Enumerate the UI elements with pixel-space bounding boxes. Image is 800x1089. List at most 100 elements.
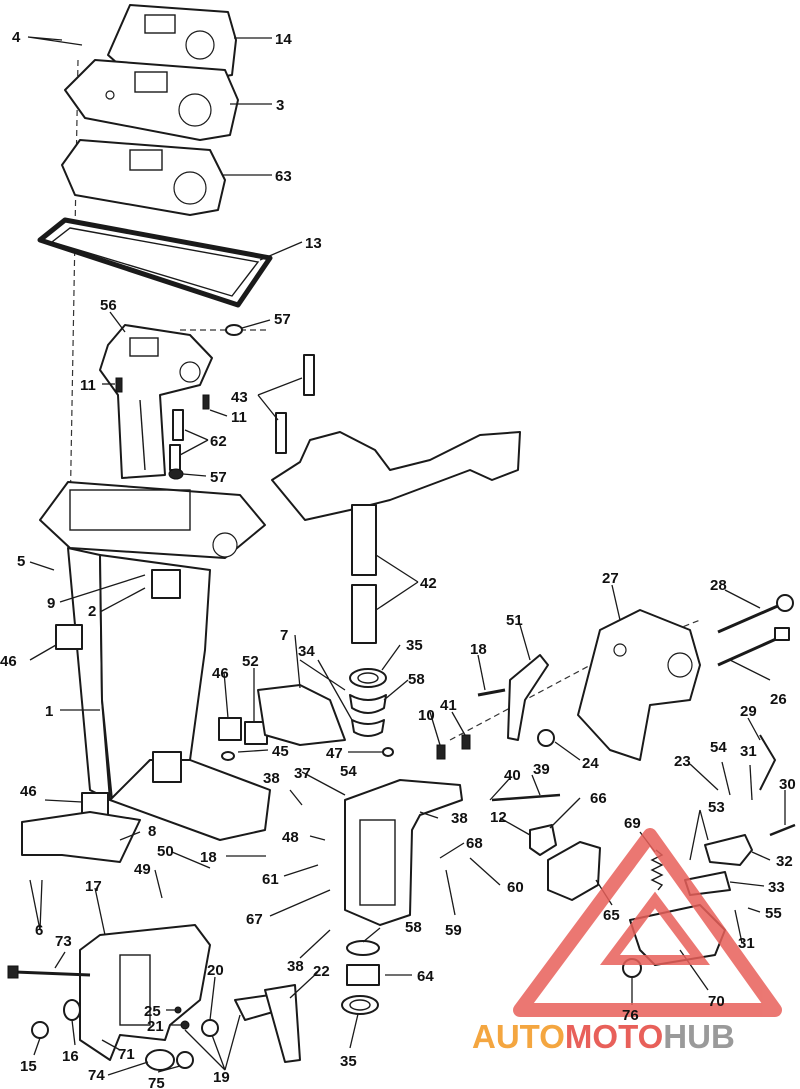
callout-62: 62	[210, 433, 227, 450]
callout-15: 15	[20, 1058, 37, 1075]
callout-5: 5	[17, 553, 25, 570]
nut-75	[176, 1051, 194, 1069]
mount-lower	[152, 751, 182, 783]
callout-6: 6	[35, 922, 43, 939]
callout-31a: 31	[740, 743, 757, 760]
callout-1: 1	[45, 703, 53, 720]
callout-68: 68	[466, 835, 483, 852]
gasket-63	[61, 139, 226, 216]
watermark-logo	[513, 828, 782, 1017]
plate-12	[529, 824, 557, 856]
washer-16	[63, 999, 81, 1021]
watermark-text: AUTOMOTOHUB	[472, 1018, 735, 1055]
pins-43	[275, 354, 315, 454]
callout-46b: 46	[212, 665, 229, 682]
callout-38c: 38	[287, 958, 304, 975]
seal-13	[37, 217, 273, 308]
bracket-32	[704, 834, 753, 866]
washer-47	[382, 747, 394, 757]
screw-25	[174, 1006, 182, 1014]
screw-11a	[115, 377, 123, 393]
callout-13: 13	[305, 235, 322, 252]
callout-55: 55	[765, 905, 782, 922]
callout-74: 74	[88, 1067, 105, 1084]
exhaust-housing-1	[39, 481, 271, 841]
callout-24: 24	[582, 755, 599, 772]
screw-10	[436, 744, 446, 760]
screw-73	[7, 965, 91, 979]
bolt-30	[769, 823, 796, 837]
callout-56: 56	[100, 297, 117, 314]
callout-37: 37	[294, 765, 311, 782]
callout-12: 12	[490, 809, 507, 826]
cover-8	[21, 811, 141, 863]
swivel-bracket-37	[344, 779, 463, 926]
callout-59: 59	[445, 922, 462, 939]
callout-46a: 46	[0, 653, 17, 670]
bushing-34	[349, 694, 387, 737]
mount-46b	[218, 717, 242, 741]
screw-11b	[202, 394, 210, 410]
callout-75: 75	[148, 1075, 165, 1089]
callout-2: 2	[88, 603, 96, 620]
callout-35b: 35	[340, 1053, 357, 1070]
callout-32: 32	[776, 853, 793, 870]
callout-60: 60	[507, 879, 524, 896]
callout-4: 4	[12, 29, 21, 46]
bolt-28	[717, 594, 794, 634]
sleeves-62	[169, 409, 184, 471]
callout-71: 71	[118, 1046, 135, 1063]
tilt-lever-22	[234, 984, 301, 1063]
callout-23: 23	[674, 753, 691, 770]
nut-15	[31, 1021, 49, 1039]
rod-29	[759, 734, 777, 791]
callout-17: 17	[85, 878, 102, 895]
callout-9: 9	[47, 595, 55, 612]
callout-34: 34	[298, 643, 315, 660]
steering-bracket-42	[271, 431, 521, 644]
rod-39	[491, 793, 561, 802]
nut-57a	[225, 324, 243, 336]
alignment-line	[69, 59, 79, 521]
callout-16: 16	[62, 1048, 79, 1065]
mount-2	[151, 569, 181, 599]
callout-35a: 35	[406, 637, 423, 654]
exhaust-adaptor-56	[99, 324, 213, 479]
screw-21	[180, 1020, 190, 1030]
callout-63: 63	[275, 168, 292, 185]
callout-31b: 31	[738, 935, 755, 952]
callout-40: 40	[504, 767, 521, 784]
bolt-18a	[477, 688, 506, 697]
callout-46c: 46	[20, 783, 37, 800]
callout-53: 53	[708, 799, 725, 816]
callout-7: 7	[280, 627, 288, 644]
callout-69: 69	[624, 815, 641, 832]
callout-26: 26	[770, 691, 787, 708]
clamp-bracket-17	[79, 924, 211, 1061]
callout-19: 19	[213, 1069, 230, 1086]
callout-39: 39	[533, 761, 550, 778]
callout-3: 3	[276, 97, 284, 114]
callout-54a: 54	[340, 763, 357, 780]
callout-29: 29	[740, 703, 757, 720]
nut-57b	[168, 468, 184, 480]
callout-58b: 58	[405, 919, 422, 936]
callout-10: 10	[418, 707, 435, 724]
washer-74	[145, 1049, 175, 1071]
callout-70: 70	[708, 993, 725, 1010]
callout-50: 50	[157, 843, 174, 860]
callout-45: 45	[272, 743, 289, 760]
callout-18a: 18	[470, 641, 487, 658]
callout-38a: 38	[263, 770, 280, 787]
leader-lines	[27, 36, 786, 1076]
watermark-moto: MOTO	[565, 1018, 663, 1055]
bushing-64	[346, 964, 380, 986]
callout-11b: 11	[231, 409, 247, 426]
callout-54b: 54	[710, 739, 727, 756]
callout-27: 27	[602, 570, 619, 587]
callout-48: 48	[282, 829, 299, 846]
gasket-3	[64, 59, 239, 141]
callout-38b: 38	[451, 810, 468, 827]
